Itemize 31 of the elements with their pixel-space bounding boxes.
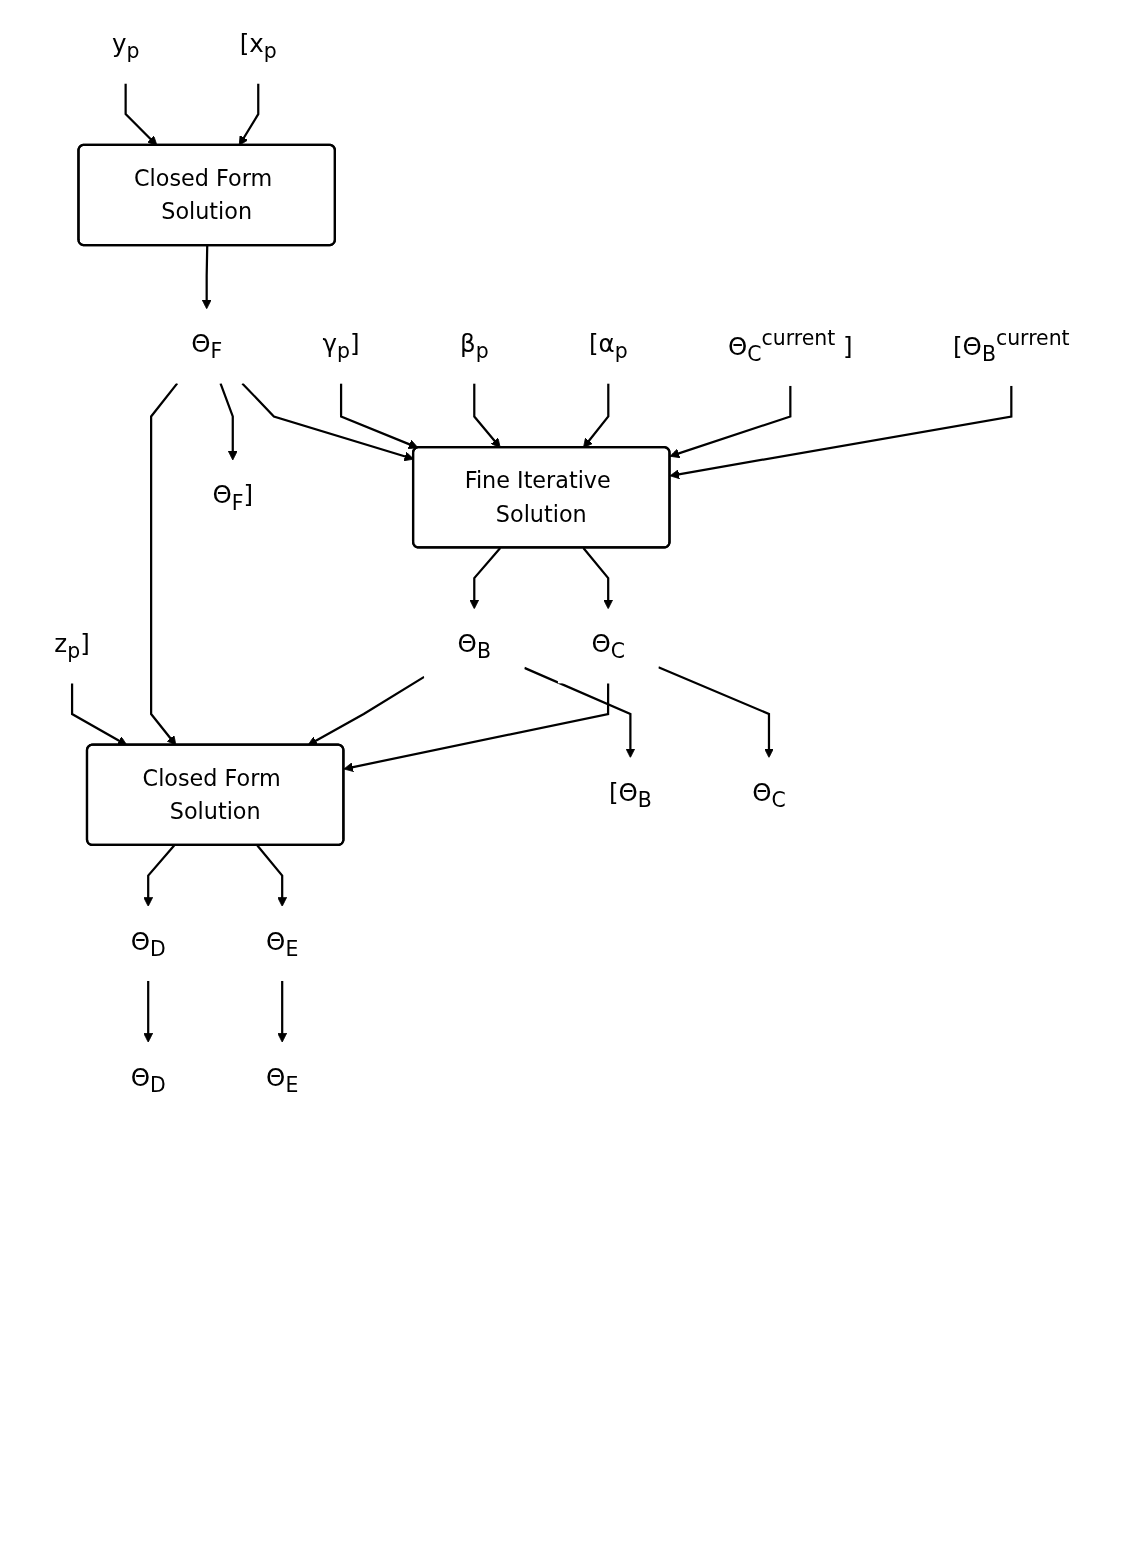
arrow: [469, 547, 502, 610]
node-text: Θ$_{C}$: [752, 778, 786, 812]
arrow: [582, 547, 614, 610]
arrow: [143, 844, 175, 907]
node-text: Θ$_{F}$: [191, 330, 223, 363]
node-text: Θ$_{F}$]: [212, 481, 254, 514]
node-text: Θ$_{C}$$^{current}$ ]: [728, 326, 853, 366]
arrow: [201, 245, 212, 310]
node-text: [Θ$_{B}$: [608, 778, 652, 812]
arrow: [256, 844, 288, 907]
arrow: [669, 385, 792, 459]
arrow: [219, 383, 238, 461]
arrow: [143, 980, 154, 1043]
node-text: [α$_{p}$: [588, 330, 628, 363]
arrow: [658, 666, 774, 758]
arrow: [669, 385, 1013, 480]
node-text: γ$_{p}$]: [322, 330, 360, 363]
arrow: [277, 980, 288, 1043]
arrow: [339, 383, 419, 450]
node-text: Θ$_{B}$: [457, 629, 491, 663]
node-text: Θ$_{D}$: [130, 1063, 166, 1097]
node-text: z$_{p}$]: [54, 629, 90, 663]
arrow: [343, 683, 610, 772]
node-text: Θ$_{E}$: [266, 1063, 299, 1097]
node-text: Θ$_{C}$: [591, 629, 625, 663]
node-text: β$_{p}$: [459, 330, 489, 363]
node-text: Θ$_{E}$: [266, 927, 299, 961]
node-text: y$_{p}$: [111, 30, 140, 63]
arrow: [523, 666, 636, 758]
node-text: [x$_{p}$: [239, 30, 277, 63]
node-text: Θ$_{D}$: [130, 927, 166, 961]
